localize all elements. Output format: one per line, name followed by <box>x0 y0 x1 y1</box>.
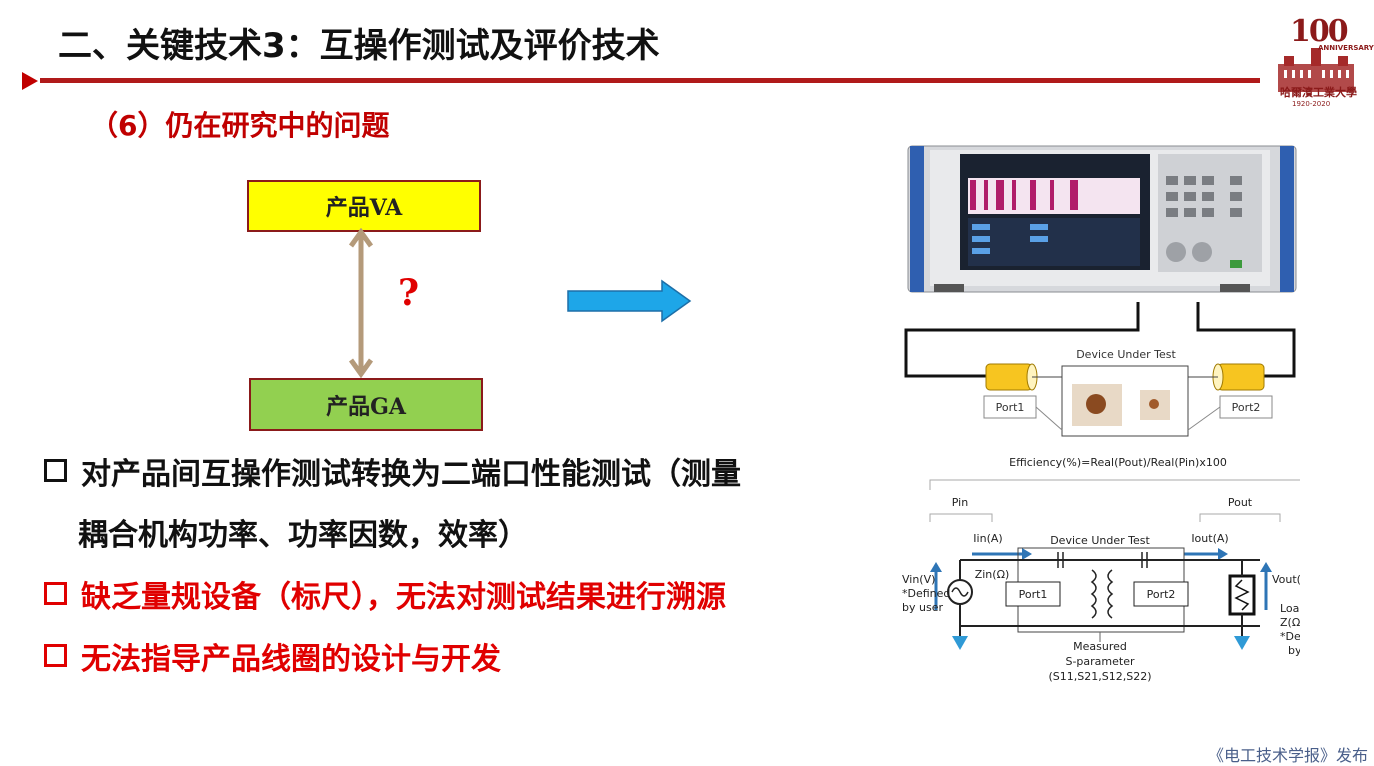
logo-number: 100 <box>1290 14 1349 49</box>
load-user-label: by user <box>1288 644 1300 657</box>
measured-label: Measured <box>1073 640 1127 653</box>
vout-label: Vout(V) <box>1272 573 1300 586</box>
product-ga-box: 产品GA <box>249 378 483 431</box>
port2-top-label: Port2 <box>1232 401 1261 414</box>
zin-label: Zin(Ω) <box>975 568 1010 581</box>
bullet-text: 缺乏量规设备（标尺），无法对测试结果进行溯源 <box>81 580 726 615</box>
s-parameter-label: S-parameter <box>1065 655 1135 668</box>
university-logo <box>1278 48 1354 92</box>
checkbox-square-icon <box>44 582 67 605</box>
bullet-item-2: 缺乏量规设备（标尺），无法对测试结果进行溯源 <box>44 578 726 618</box>
journal-credit: 《电工技术学报》发布 <box>1208 746 1369 765</box>
vin-label: Vin(V) <box>902 573 935 586</box>
port2-bottom-label: Port2 <box>1147 588 1176 601</box>
iout-label: Iout(A) <box>1191 532 1228 545</box>
iin-label: Iin(A) <box>973 532 1002 545</box>
logo-years: 1920-2020 <box>1292 100 1331 108</box>
test-setup-figure: Device Under Test Port1 Port2 Efficiency… <box>902 145 1300 683</box>
bullet-item-3: 无法指导产品线圈的设计与开发 <box>44 640 501 680</box>
vin-defined-label: *Defined <box>902 587 950 600</box>
section-subtitle: （6）仍在研究中的问题 <box>90 109 390 142</box>
bullet-item-1: 对产品间互操作测试转换为二端口性能测试（测量 <box>44 455 741 495</box>
question-mark: ? <box>398 272 420 314</box>
bullet-text: 无法指导产品线圈的设计与开发 <box>81 642 501 677</box>
port1-bottom-label: Port1 <box>1019 588 1048 601</box>
efficiency-formula: Efficiency(%)=Real(Pout)/Real(Pin)x100 <box>1009 456 1227 469</box>
dut-bottom-label: Device Under Test <box>1050 534 1150 547</box>
checkbox-square-icon <box>44 644 67 667</box>
product-va-box: 产品VA <box>247 180 481 232</box>
vin-user-label: by user <box>902 601 943 614</box>
checkbox-square-icon <box>44 459 67 482</box>
s-parameter-list: (S11,S21,S12,S22) <box>1049 670 1152 683</box>
pin-label: Pin <box>952 496 968 509</box>
slide-title: 二、关键技术3：互操作测试及评价技术 <box>58 26 660 66</box>
port1-top-label: Port1 <box>996 401 1025 414</box>
pout-label: Pout <box>1228 496 1253 509</box>
title-rule <box>40 78 1260 83</box>
load-label: Load <box>1280 602 1300 615</box>
dut-top-label: Device Under Test <box>1076 348 1176 361</box>
title-rule-marker <box>22 72 38 90</box>
logo-school-name: 哈爾濱工業大學 <box>1280 86 1357 99</box>
power-analyzer-image <box>907 145 1297 293</box>
bullet-text: 对产品间互操作测试转换为二端口性能测试（测量 <box>81 457 741 492</box>
bullet-item-1-continued: 耦合机构功率、功率因数，效率） <box>78 518 528 553</box>
logo-anniversary: ANNIVERSARY <box>1318 44 1374 52</box>
double-arrow <box>348 228 374 378</box>
load-impedance-label: Z(Ω)=R+jX <box>1280 616 1300 629</box>
load-defined-label: *Defined <box>1280 630 1300 643</box>
right-arrow-icon <box>567 279 692 323</box>
